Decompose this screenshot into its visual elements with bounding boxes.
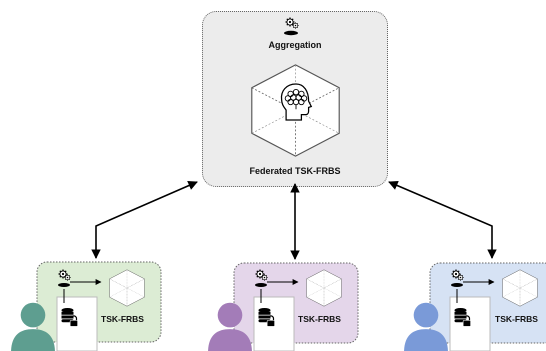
gears-icon	[58, 269, 71, 287]
client-node	[11, 261, 162, 351]
client-node	[208, 262, 359, 351]
client-1-model-label: TSK-FRBS	[101, 314, 144, 324]
connection-arrows	[91, 180, 497, 260]
client-node	[404, 262, 546, 351]
gears-icon	[255, 269, 268, 287]
client-2-model-label: TSK-FRBS	[298, 314, 341, 324]
client-3-model-label: TSK-FRBS	[495, 314, 538, 324]
gears-icon	[451, 269, 464, 287]
gears-icon	[284, 17, 299, 36]
federated-model-label: Federated TSK-FRBS	[249, 166, 341, 176]
aggregation-title: Aggregation	[268, 40, 322, 50]
